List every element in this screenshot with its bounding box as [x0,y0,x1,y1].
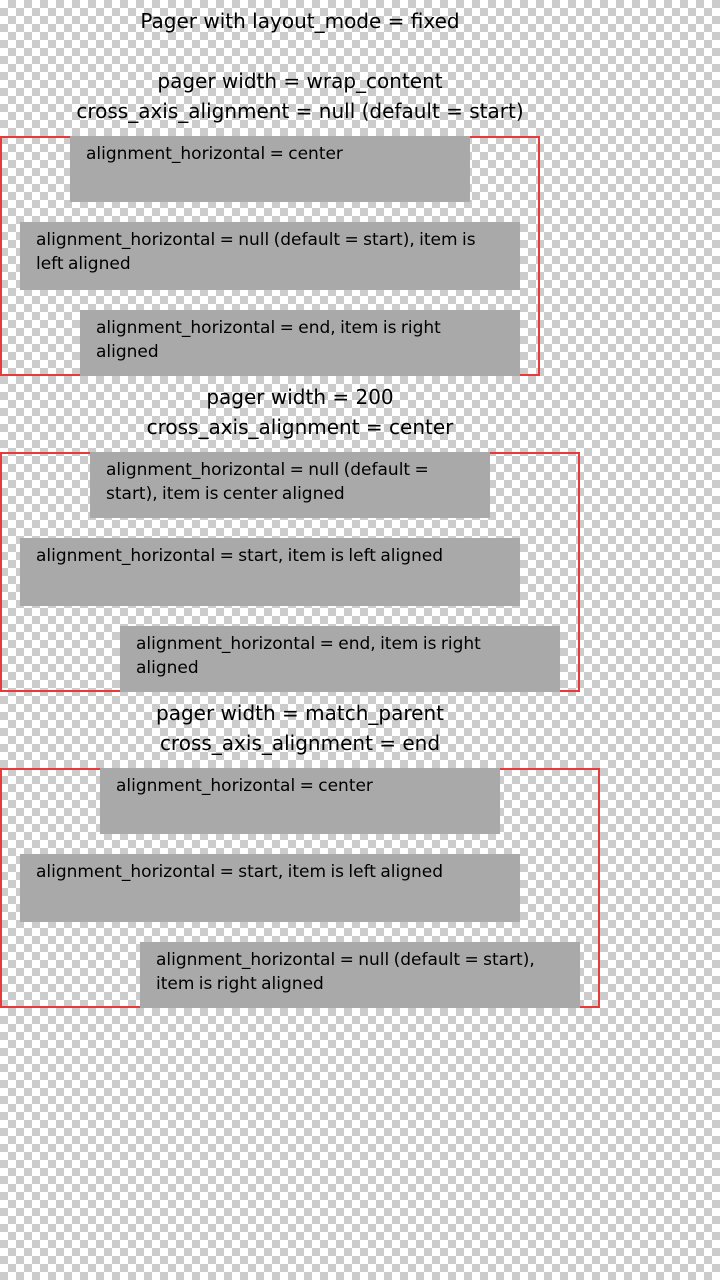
pager-item-left[interactable]: alignment_horizontal = start, item is le… [20,538,520,606]
page-title: Pager with layout_mode = fixed [140,9,460,33]
section-1-cross-axis-label: cross_axis_alignment = null (default = s… [76,99,524,123]
pager-item-center[interactable]: alignment_horizontal = null (default = s… [90,452,490,518]
section-3-cross-axis-label: cross_axis_alignment = end [159,731,441,755]
pager-item-left[interactable]: alignment_horizontal = start, item is le… [20,854,520,922]
pager-item-right[interactable]: alignment_horizontal = end, item is righ… [80,310,520,376]
pager-match-parent[interactable]: alignment_horizontal = center alignment_… [0,768,600,1008]
pager-item-left[interactable]: alignment_horizontal = null (default = s… [20,222,520,290]
pager-width-200[interactable]: alignment_horizontal = null (default = s… [0,452,580,692]
pager-wrap-content[interactable]: alignment_horizontal = center alignment_… [0,136,540,376]
section-1-width-label: pager width = wrap_content [157,69,443,93]
pager-item-center[interactable]: alignment_horizontal = center [100,768,500,834]
section-2-cross-axis-label: cross_axis_alignment = center [146,415,454,439]
section-3-width-label: pager width = match_parent [156,701,444,725]
pager-item-right[interactable]: alignment_horizontal = end, item is righ… [120,626,560,692]
pager-item-center[interactable]: alignment_horizontal = center [70,136,470,202]
pager-item-right[interactable]: alignment_horizontal = null (default = s… [140,942,580,1008]
section-2-width-label: pager width = 200 [206,385,394,409]
